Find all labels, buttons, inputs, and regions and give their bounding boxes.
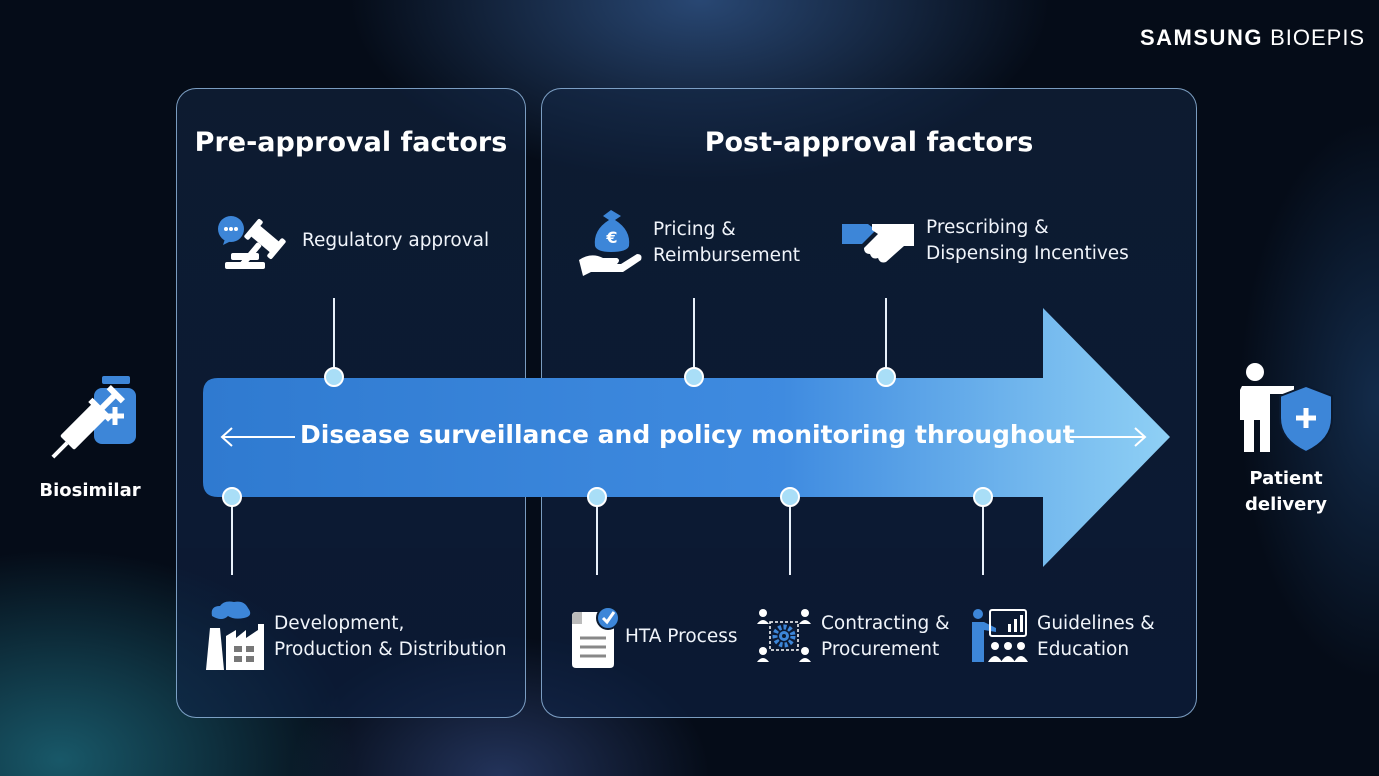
connector-line [885,298,887,370]
item-development-production: Development,Production & Distribution [274,613,507,660]
connector-line [596,500,598,575]
factory-icon [206,601,264,670]
handshake-icon [842,224,914,263]
connector-dot [222,487,242,507]
connector-dot [876,367,896,387]
arrow-text: Disease surveillance and policy monitori… [300,420,1075,449]
presentation-icon [972,609,1028,662]
connector-dot [973,487,993,507]
connector-line [333,298,335,370]
item-pricing-reimbursement: Pricing &Reimbursement [653,219,801,266]
item-hta-process: HTA Process [625,626,738,647]
double-arrow-left [220,427,295,447]
brand-logo: SAMSUNG BIOEPIS [1140,25,1366,50]
start-label-biosimilar: Biosimilar [39,480,141,501]
connector-dot [684,367,704,387]
connector-line [693,298,695,370]
connector-dot [780,487,800,507]
post-approval-title: Post-approval factors [704,127,1034,158]
patient-shield-icon [1240,363,1333,454]
item-regulatory-approval: Regulatory approval [302,230,490,251]
double-arrow-right [1070,427,1147,447]
syringe-vial-icon [51,376,136,459]
item-guidelines-education: Guidelines &Education [1037,613,1155,660]
connector-dot [324,367,344,387]
connector-line [982,500,984,575]
item-prescribing-dispensing: Prescribing &Dispensing Incentives [926,217,1129,264]
connector-line [789,500,791,575]
item-contracting-procurement: Contracting &Procurement [821,613,950,660]
connector-line [231,500,233,575]
svg-text:€: € [605,228,617,247]
checked-document-icon [572,606,620,668]
network-gear-icon [757,609,811,662]
gavel-icon [218,216,286,269]
pre-approval-title: Pre-approval factors [194,127,508,158]
connector-dot [587,487,607,507]
money-bag-hand-icon: € [579,210,642,276]
